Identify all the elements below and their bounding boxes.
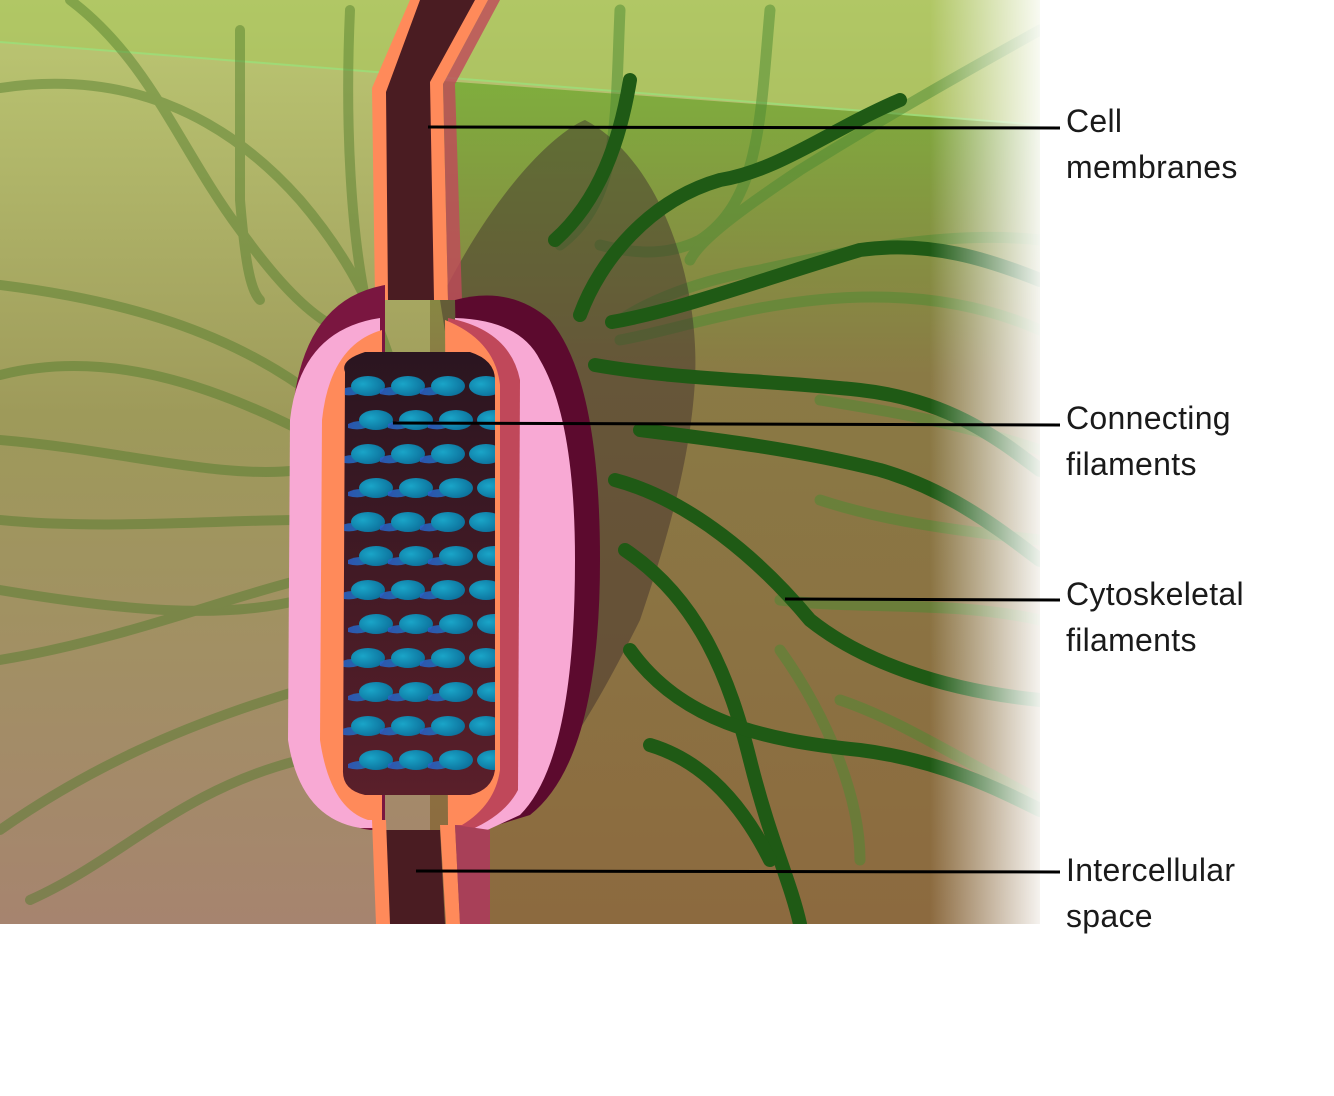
leader-connecting-filaments [392, 421, 1061, 427]
connecting-filament-head [391, 444, 425, 464]
connecting-filament-head [431, 376, 465, 396]
top-cell-face [0, 0, 1040, 125]
cell-membrane-left-lower [372, 820, 390, 924]
leader-cytoskeletal-filaments [784, 597, 1061, 602]
connecting-filament-head [351, 648, 385, 668]
connecting-filament-head [477, 614, 495, 634]
cell-membrane-left-upper [372, 0, 420, 300]
connecting-filament-head [477, 546, 495, 566]
cell-membrane-right-lower [440, 825, 460, 924]
connecting-filament-head [469, 648, 495, 668]
intercellular-gap-upper [375, 0, 485, 300]
connecting-filament-head [439, 410, 473, 430]
connecting-filament-head [431, 716, 465, 736]
intercellular-gap-lower [378, 830, 445, 924]
connecting-filament-head [399, 410, 433, 430]
membrane-side-lower [455, 825, 490, 924]
connecting-filament-head [359, 682, 393, 702]
connecting-filament-head [431, 580, 465, 600]
connecting-filament-head [351, 716, 385, 736]
label-cell-membranes: Cell membranes [1066, 98, 1238, 190]
connecting-filament-head [391, 716, 425, 736]
connecting-filament-head [439, 478, 473, 498]
right-fade [930, 0, 1050, 930]
connecting-filament-head [469, 512, 495, 532]
label-intercellular-space: Intercellular space [1066, 847, 1235, 939]
label-intercellular-space-line1: Intercellular [1066, 852, 1236, 888]
connecting-filament-head [439, 614, 473, 634]
label-cell-membranes-line2: membranes [1066, 149, 1238, 185]
connecting-filament-head [439, 750, 473, 770]
connecting-filament-head [351, 580, 385, 600]
label-connecting-filaments-line2: filaments [1066, 446, 1197, 482]
connecting-filament-head [391, 512, 425, 532]
connecting-filament-head [477, 410, 495, 430]
connecting-filament-head [399, 614, 433, 634]
leader-lines [392, 125, 1061, 874]
connecting-filament-head [359, 478, 393, 498]
connecting-filament-head [431, 512, 465, 532]
connecting-filament-head [351, 376, 385, 396]
connecting-filament-head [359, 410, 393, 430]
label-cytoskeletal-filaments-line2: filaments [1066, 622, 1197, 658]
connecting-filament-head [431, 444, 465, 464]
connecting-filament-head [399, 750, 433, 770]
connecting-filament-head [359, 750, 393, 770]
connecting-filament-head [359, 614, 393, 634]
connecting-filament-head [351, 444, 385, 464]
cell-membrane-right-upper [430, 0, 488, 300]
connecting-filament-head [391, 580, 425, 600]
connecting-filament-head [477, 478, 495, 498]
label-connecting-filaments: Connecting filaments [1066, 395, 1231, 487]
connecting-filament-head [359, 546, 393, 566]
connecting-filament-head [469, 444, 495, 464]
connecting-filament-head [399, 546, 433, 566]
label-connecting-filaments-line1: Connecting [1066, 400, 1231, 436]
connecting-filament-head [431, 648, 465, 668]
connecting-filament-head [439, 546, 473, 566]
connecting-filament-head [469, 376, 495, 396]
label-intercellular-space-line2: space [1066, 898, 1153, 934]
connecting-filament-head [469, 716, 495, 736]
label-cell-membranes-line1: Cell [1066, 103, 1123, 139]
connecting-filament-head [391, 376, 425, 396]
connecting-filament-head [391, 648, 425, 668]
connecting-filament-head [469, 580, 495, 600]
connecting-filament-head [351, 512, 385, 532]
membrane-side-upper [443, 0, 500, 300]
cytoskeletal-filaments-left-faint [0, 0, 395, 905]
connecting-filaments-group [342, 376, 495, 770]
label-cytoskeletal-filaments-line1: Cytoskeletal [1066, 576, 1244, 612]
connecting-filament-head [439, 682, 473, 702]
leader-intercellular-space [415, 869, 1061, 874]
label-cytoskeletal-filaments: Cytoskeletal filaments [1066, 571, 1244, 663]
connecting-filament-head [399, 682, 433, 702]
connecting-filament-head [477, 750, 495, 770]
connecting-filament-head [399, 478, 433, 498]
leader-cell-membranes [427, 125, 1061, 130]
connecting-filament-head [477, 682, 495, 702]
